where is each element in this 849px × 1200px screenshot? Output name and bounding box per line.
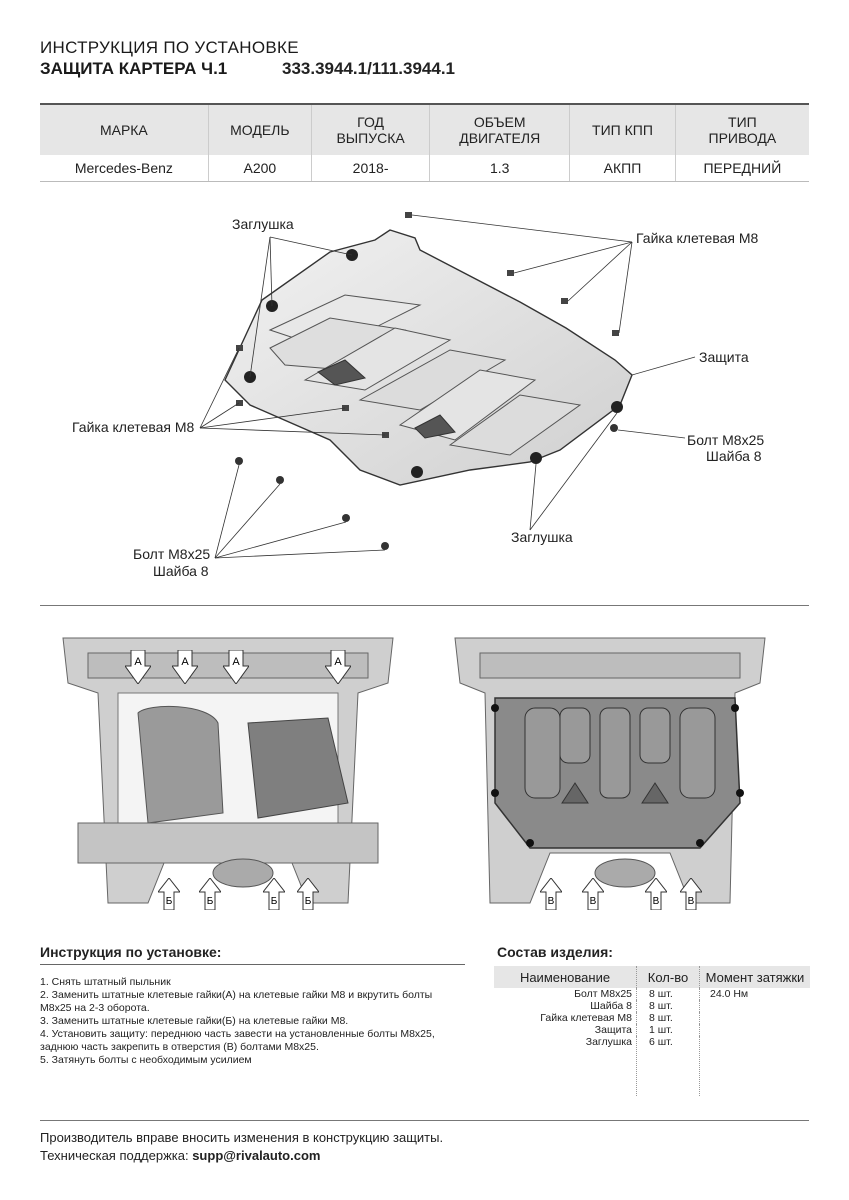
spec-header-cell: МАРКА — [40, 103, 209, 155]
svg-text:Б: Б — [305, 896, 312, 907]
document-title: ИНСТРУКЦИЯ ПО УСТАНОВКЕ — [40, 38, 299, 57]
label-nut-left: Гайка клетевая М8 — [72, 419, 195, 435]
arrow-marker-a: А — [222, 649, 250, 685]
instructions-title: Инструкция по установке: — [40, 944, 222, 960]
svg-text:А: А — [232, 656, 240, 668]
arrow-marker-v: В — [580, 877, 606, 911]
composition-header-cell: Наименование — [494, 966, 637, 988]
support-label: Техническая поддержка: — [40, 1148, 193, 1163]
label-bolt-left: Болт М8х25 — [133, 546, 211, 562]
label-plug-top: Заглушка — [232, 216, 294, 232]
composition-name: Гайка клетевая М8 — [540, 1012, 632, 1024]
instruction-step: 4. Установить защиту: переднюю часть зав… — [40, 1028, 435, 1053]
instructions-list: 1. Снять штатный пыльник 2. Заменить шта… — [40, 976, 460, 1067]
arrow-marker-a: А — [171, 649, 199, 685]
svg-text:Б: Б — [166, 896, 173, 907]
leader-lines — [199, 214, 696, 559]
composition-row: Защита 1 шт. — [494, 1024, 810, 1036]
svg-text:А: А — [334, 656, 342, 668]
composition-name: Болт М8х25 — [574, 988, 632, 1000]
document-subtitle: ЗАЩИТА КАРТЕРА Ч.1 — [40, 59, 228, 78]
spec-value-row: Mercedes-Benz A200 2018- 1.3 АКПП ПЕРЕДН… — [40, 155, 809, 182]
instruction-step: 1. Снять штатный пыльник — [40, 976, 171, 988]
label-nut-top-right: Гайка клетевая М8 — [636, 230, 759, 246]
composition-row: Гайка клетевая М8 8 шт. — [494, 1012, 810, 1024]
composition-qty: 6 шт. — [636, 1036, 700, 1096]
spec-value-cell: ПЕРЕДНИЙ — [674, 155, 809, 182]
composition-row: Шайба 8 8 шт. — [494, 1000, 810, 1012]
composition-header-cell: Кол-во — [636, 966, 700, 988]
label-bolt-right: Болт М8х25 — [687, 432, 765, 448]
label-washer-right: Шайба 8 — [706, 448, 762, 464]
arrow-marker-b: Б — [295, 877, 321, 911]
composition-title: Состав изделия: — [497, 944, 613, 960]
composition-row: Болт М8х25 8 шт. 24.0 Нм — [494, 988, 810, 1000]
label-guard: Защита — [699, 349, 749, 365]
composition-table: Наименование Кол-во Момент затяжки Болт … — [494, 966, 810, 1096]
composition-torque — [699, 1024, 810, 1036]
composition-header-cell: Момент затяжки — [699, 966, 810, 988]
svg-text:В: В — [590, 896, 597, 907]
label-plug-bottom: Заглушка — [511, 529, 573, 545]
composition-qty: 8 шт. — [636, 1012, 700, 1024]
composition-torque — [699, 1000, 810, 1012]
composition-name: Шайба 8 — [590, 1000, 632, 1012]
arrow-marker-b: Б — [261, 877, 287, 911]
svg-text:А: А — [134, 656, 142, 668]
footer-support: Техническая поддержка: supp@rivalauto.co… — [40, 1148, 320, 1163]
photo-before-install — [58, 633, 398, 913]
instruction-step: 2. Заменить штатные клетевые гайки(А) на… — [40, 989, 433, 1014]
spec-value-cell: АКПП — [569, 155, 676, 182]
composition-qty: 8 шт. — [636, 988, 700, 1000]
instructions-divider — [40, 964, 465, 965]
composition-torque: 24.0 Нм — [699, 988, 810, 1000]
composition-qty: 1 шт. — [636, 1024, 700, 1036]
spec-value-cell: Mercedes-Benz — [40, 155, 209, 182]
nut-markers — [236, 212, 619, 438]
plug-markers — [244, 249, 623, 478]
label-washer-left: Шайба 8 — [153, 563, 209, 579]
svg-text:В: В — [688, 896, 695, 907]
svg-text:В: В — [653, 896, 660, 907]
bolt-markers — [235, 424, 618, 550]
spec-value-cell: A200 — [207, 155, 312, 182]
part-code: 333.3944.1/111.3944.1 — [282, 59, 456, 78]
spec-header-cell: ТИП КПП — [569, 103, 676, 155]
guard-plate — [224, 229, 633, 486]
composition-name: Защита — [594, 1024, 632, 1036]
composition-name: Заглушка — [585, 1036, 632, 1048]
arrow-marker-v: В — [643, 877, 669, 911]
composition-torque — [699, 1012, 810, 1024]
arrow-marker-b: Б — [156, 877, 182, 911]
composition-header-row: Наименование Кол-во Момент затяжки — [494, 966, 810, 988]
arrow-marker-v: В — [538, 877, 564, 911]
svg-text:В: В — [548, 896, 555, 907]
footer-disclaimer: Производитель вправе вносить изменения в… — [40, 1130, 444, 1145]
instruction-step: 5. Затянуть болты с необходимым усилием — [40, 1054, 252, 1066]
arrow-marker-a: А — [124, 649, 152, 685]
footer-divider — [40, 1120, 809, 1121]
section-divider — [40, 605, 809, 606]
photo-after-install — [450, 633, 770, 913]
arrow-marker-a: А — [324, 649, 352, 685]
composition-qty: 8 шт. — [636, 1000, 700, 1012]
svg-text:А: А — [181, 656, 189, 668]
svg-text:Б: Б — [271, 896, 278, 907]
svg-text:Б: Б — [207, 896, 214, 907]
spec-value-cell: 1.3 — [429, 155, 570, 182]
arrow-marker-b: Б — [197, 877, 223, 911]
spec-value-cell: 2018- — [310, 155, 430, 182]
support-email-link[interactable]: supp@rivalauto.com — [192, 1148, 321, 1163]
composition-torque — [699, 1036, 810, 1096]
exploded-diagram — [199, 212, 696, 559]
instruction-step: 3. Заменить штатные клетевые гайки(Б) на… — [40, 1015, 349, 1027]
composition-row: Заглушка 6 шт. — [494, 1036, 810, 1096]
arrow-marker-v: В — [678, 877, 704, 911]
spec-header-cell: МОДЕЛЬ — [207, 103, 312, 155]
